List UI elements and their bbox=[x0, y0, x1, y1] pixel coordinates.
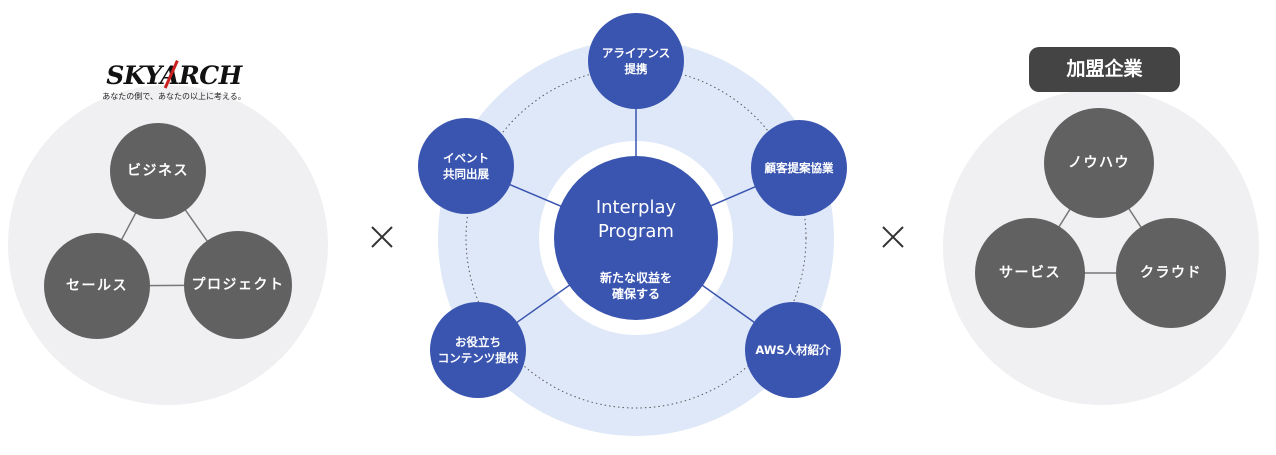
center-node-circle-event bbox=[418, 118, 514, 214]
center-hub-circle bbox=[554, 156, 718, 320]
center-node-proposal: 顧客提案協業 bbox=[764, 161, 834, 175]
center-node-event: イベント 共同出展 bbox=[443, 151, 489, 181]
member-companies-badge: 加盟企業 bbox=[1029, 47, 1180, 92]
center-node-circle-alliance bbox=[588, 13, 684, 109]
right-node-circle-left bbox=[975, 218, 1085, 328]
right-node-cloud: クラウド bbox=[1140, 265, 1202, 281]
center-node-circle-content bbox=[430, 302, 526, 398]
operator-right-shape bbox=[882, 226, 904, 248]
operator-left-shape bbox=[371, 226, 393, 248]
right-node-service: サービス bbox=[999, 265, 1061, 281]
center-node-circle-aws bbox=[745, 302, 841, 398]
left-node-business: ビジネス bbox=[127, 163, 189, 179]
center-node-alliance: アライアンス 提携 bbox=[601, 46, 671, 76]
center-dotted-orbit bbox=[465, 67, 807, 409]
left-node-circle-top bbox=[110, 123, 206, 219]
right-node-knowhow: ノウハウ bbox=[1068, 155, 1130, 171]
right-node-circle-right bbox=[1116, 218, 1226, 328]
left-node-circle-left bbox=[44, 233, 150, 339]
left-node-circle-right bbox=[184, 231, 292, 339]
center-hub-subtitle: 新たな収益を 確保する bbox=[599, 271, 672, 301]
center-node-aws: AWS人材紹介 bbox=[755, 343, 831, 357]
center-node-content: お役立ち コンテンツ提供 bbox=[437, 335, 519, 365]
center-hub-title: Interplay Program bbox=[595, 197, 677, 242]
center-node-circle-proposal bbox=[751, 120, 847, 216]
left-node-project: プロジェクト bbox=[191, 277, 285, 293]
skyarch-logo-tagline: あなたの側で、あなたの以上に考える。 bbox=[102, 92, 246, 101]
right-node-circle-top bbox=[1044, 108, 1154, 218]
left-node-sales: セールス bbox=[66, 278, 128, 294]
